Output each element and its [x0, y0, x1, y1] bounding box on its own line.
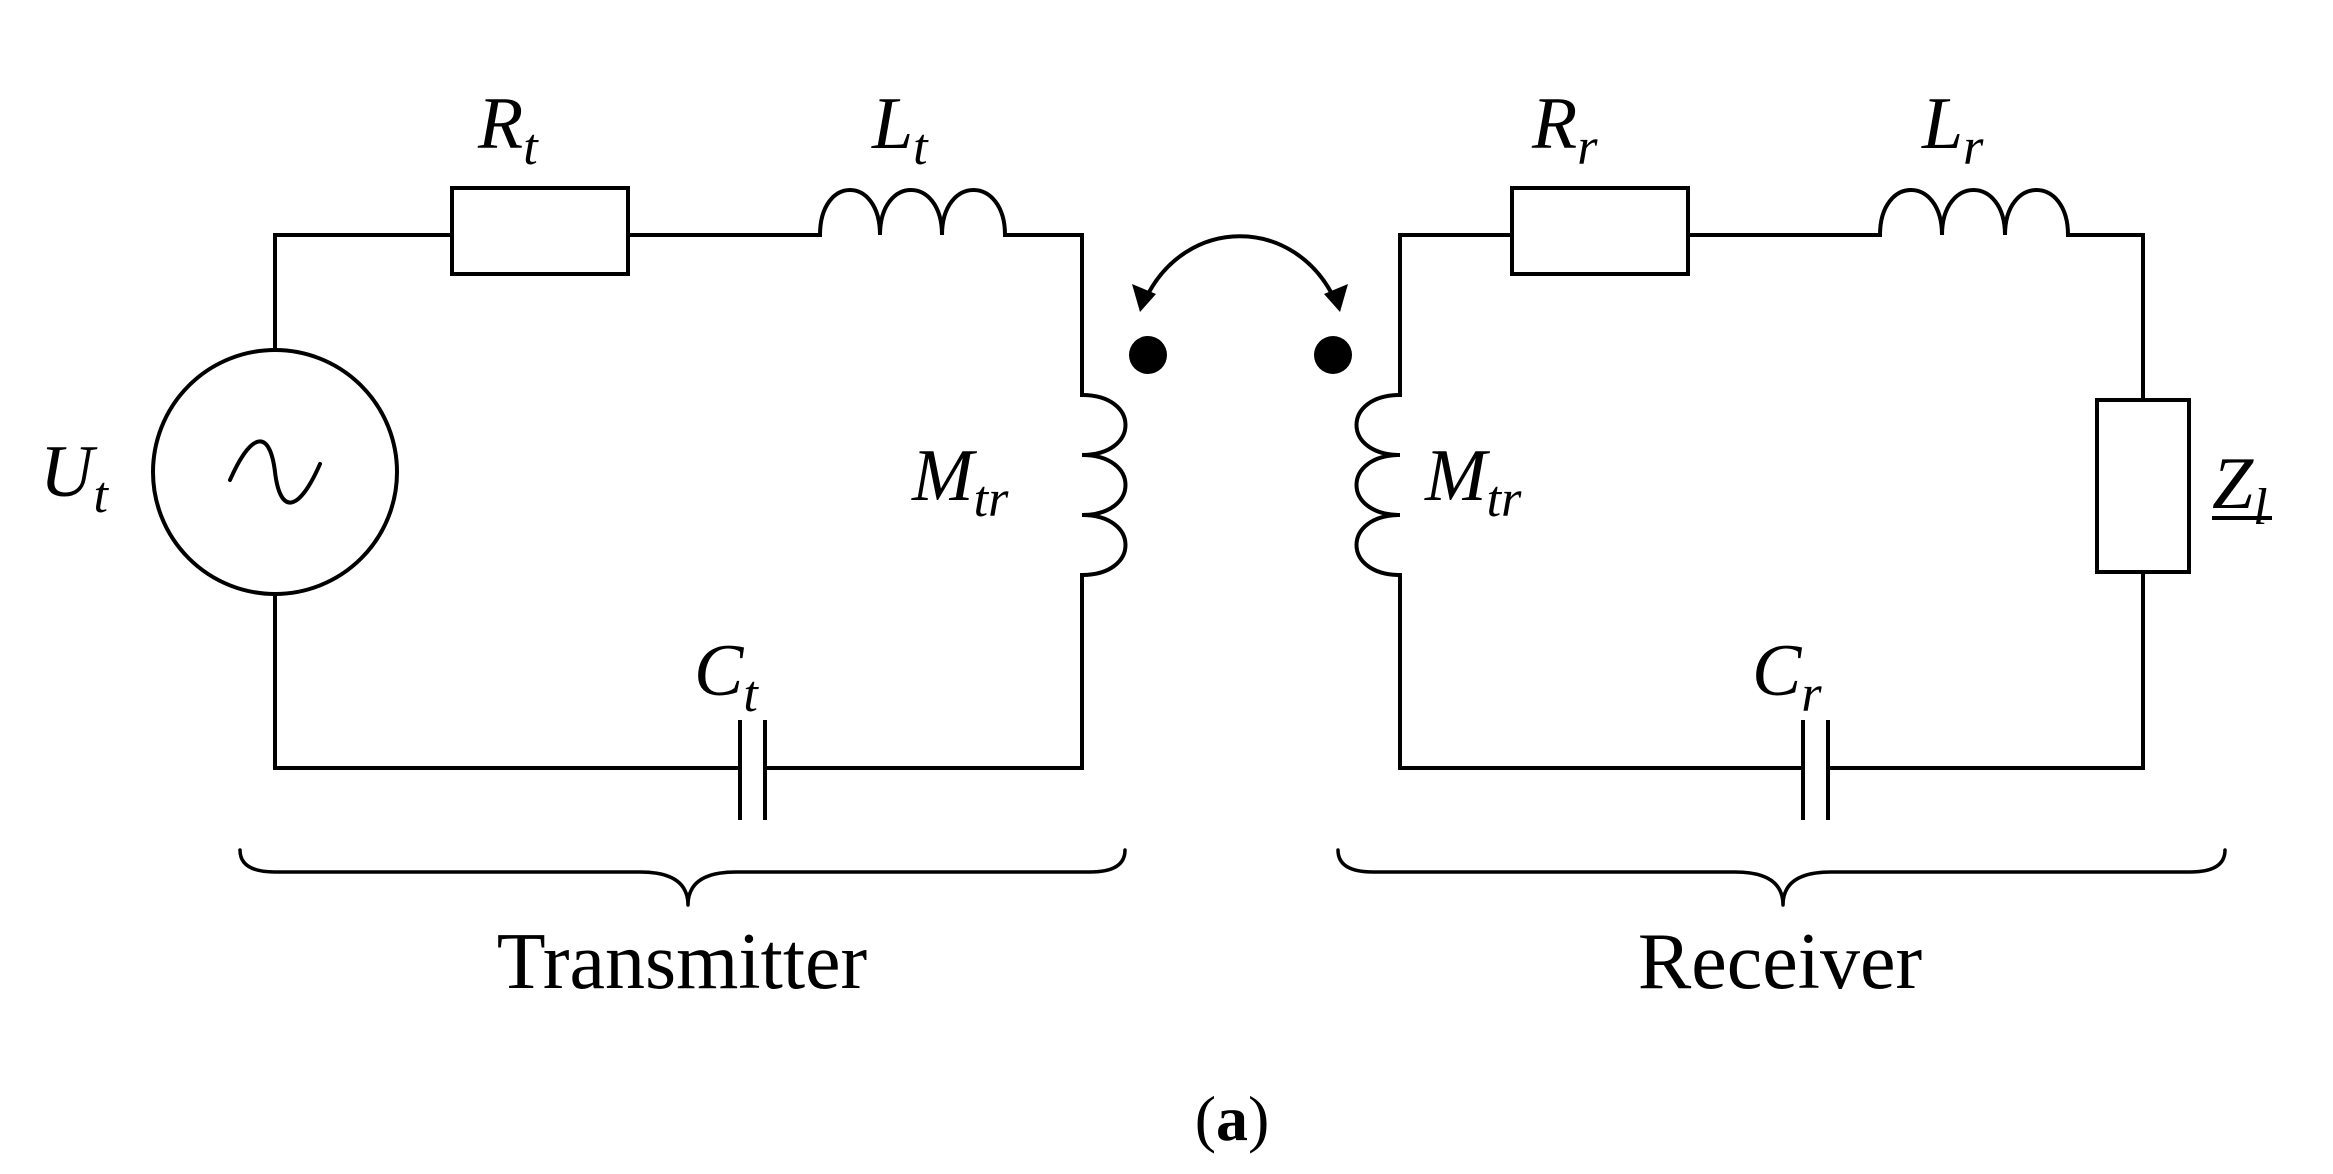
caption-letter: a: [1216, 1083, 1248, 1154]
figure-caption: (a): [1195, 1083, 1270, 1154]
label-inductor-lr: Lr: [1921, 83, 1984, 176]
label-resistor-rt: Rt: [477, 83, 539, 176]
transmitter-brace: [238, 848, 1127, 907]
voltage-source-icon: [151, 348, 399, 596]
load-impedance-zl-icon: [2095, 398, 2191, 574]
label-source-ut: Ut: [40, 431, 109, 524]
label-mtr-right-symbol: M: [1424, 435, 1491, 517]
section-label-receiver: Receiver: [1638, 918, 1922, 1006]
receiver-wire-right-upper: [2066, 233, 2145, 402]
section-label-transmitter: Transmitter: [497, 918, 867, 1006]
transmitter-circuit: [151, 186, 1167, 820]
polarity-dot-transmitter-icon: [1129, 336, 1167, 374]
caption-close-paren: ): [1248, 1083, 1269, 1154]
polarity-dot-receiver-icon: [1314, 336, 1352, 374]
coupling-coil-receiver-icon: [1354, 393, 1402, 577]
receiver-wire-right-lower: [1826, 570, 2145, 770]
label-lr-symbol: L: [1921, 83, 1963, 165]
resistor-rt-icon: [450, 186, 630, 276]
label-source-symbol: U: [40, 431, 98, 513]
label-rr-symbol: R: [1531, 83, 1577, 165]
inductor-lt-icon: [818, 188, 1007, 237]
label-rr-subscript: r: [1577, 119, 1598, 176]
label-mtr-right-subscript: tr: [1487, 471, 1522, 528]
capacitor-ct-icon: [738, 720, 767, 820]
coupling-arrow-icon: [1132, 234, 1348, 312]
label-lt-subscript: t: [913, 119, 929, 176]
label-capacitor-cr: Cr: [1752, 630, 1822, 723]
transmitter-wire-left-top: [273, 233, 454, 357]
transmitter-wire-right-upper: [1003, 233, 1084, 397]
label-ct-subscript: t: [743, 666, 759, 723]
label-mtr-left-subscript: tr: [974, 471, 1009, 528]
caption-open-paren: (: [1195, 1083, 1216, 1154]
label-mutual-left: Mtr: [911, 435, 1009, 528]
label-zl-subscript: l: [2253, 479, 2267, 536]
label-cr-subscript: r: [1801, 666, 1822, 723]
label-zl-symbol: Z: [2212, 443, 2254, 525]
transmitter-wire-bottom-left: [273, 588, 742, 770]
receiver-brace: [1336, 848, 2227, 907]
label-source-subscript: t: [93, 467, 109, 524]
receiver-circuit: [1314, 186, 2191, 820]
label-inductor-lt: Lt: [871, 83, 929, 176]
label-cr-symbol: C: [1752, 630, 1803, 712]
resistor-rr-icon: [1510, 186, 1690, 276]
receiver-wire-left-upper: [1398, 233, 1514, 397]
label-rt-symbol: R: [477, 83, 523, 165]
capacitor-cr-icon: [1801, 720, 1830, 820]
label-mtr-left-symbol: M: [911, 435, 978, 517]
label-lt-symbol: L: [871, 83, 913, 165]
label-ct-symbol: C: [694, 630, 745, 712]
inductor-lr-icon: [1878, 188, 2070, 237]
label-mutual-right: Mtr: [1424, 435, 1522, 528]
label-resistor-rr: Rr: [1531, 83, 1598, 176]
receiver-wire-bottom-left: [1398, 573, 1805, 770]
label-rt-subscript: t: [523, 119, 539, 176]
transmitter-wire-right-lower: [763, 573, 1084, 770]
label-load-zl: Zl: [2212, 443, 2268, 536]
coupling-coil-transmitter-icon: [1080, 393, 1128, 577]
label-lr-subscript: r: [1963, 119, 1984, 176]
label-capacitor-ct: Ct: [694, 630, 759, 723]
